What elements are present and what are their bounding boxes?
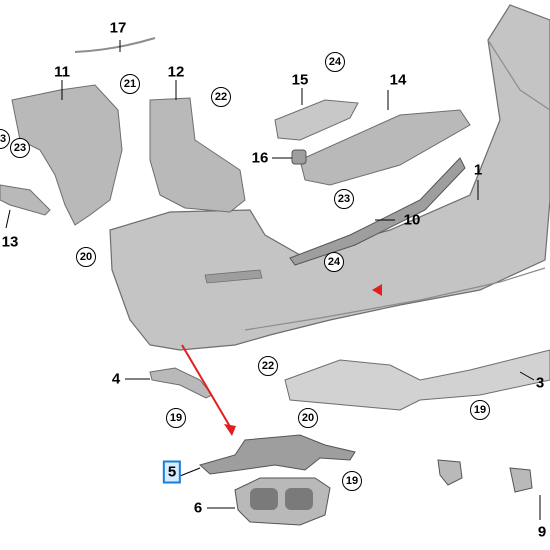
callout-12: 12	[167, 63, 185, 81]
part-4	[149, 367, 213, 399]
part-6-exhaust-tip	[234, 477, 331, 526]
callout-circle-23: 23	[10, 138, 30, 158]
callout-circle-20: 20	[76, 247, 96, 267]
callout-circle-20: 20	[298, 408, 318, 428]
bumper-reflector-slot	[204, 269, 263, 284]
red-arrowhead-small	[372, 284, 382, 296]
bumper-lower-lip	[244, 267, 546, 331]
callout-13: 13	[1, 233, 19, 251]
callout-circle-22: 22	[211, 87, 231, 107]
rear-bumper-cover	[109, 4, 550, 351]
leader-lines	[5, 40, 541, 520]
callout-9: 9	[537, 523, 547, 541]
callout-circle-23: 23	[334, 189, 354, 209]
part-14	[299, 109, 471, 186]
callout-5-highlighted[interactable]: 5	[162, 460, 182, 484]
bumper-upper-edge	[487, 39, 550, 111]
callout-17: 17	[109, 19, 127, 37]
callout-6: 6	[193, 499, 203, 517]
red-arrow-line	[181, 344, 233, 431]
callout-4: 4	[111, 370, 121, 388]
part-17-strip	[74, 37, 156, 53]
part-3-diffuser	[284, 349, 550, 411]
part-9-clip	[509, 467, 533, 493]
part-15	[274, 99, 359, 141]
callout-circle-21: 21	[120, 74, 140, 94]
exhaust-outlet	[250, 488, 278, 510]
exhaust-outlet	[285, 488, 313, 510]
callout-15: 15	[291, 71, 309, 89]
callout-10: 10	[403, 211, 421, 229]
part-13	[0, 184, 51, 216]
red-arrowhead	[224, 424, 236, 436]
callout-14: 14	[389, 71, 407, 89]
callout-circle-19: 19	[166, 408, 186, 428]
callout-16: 16	[251, 149, 269, 167]
callout-1: 1	[473, 161, 483, 179]
callout-3: 3	[535, 374, 545, 392]
callout-circle-24: 24	[325, 52, 345, 72]
bracket-11	[11, 84, 123, 226]
part-16	[291, 149, 307, 165]
part-5-bracket	[198, 434, 356, 475]
callout-circle-24: 24	[324, 252, 344, 272]
bracket-12	[149, 97, 246, 213]
callout-circle-22: 22	[258, 356, 278, 376]
part-9-clip	[437, 459, 463, 486]
part-10-bar	[289, 157, 466, 266]
callout-circle-19: 19	[342, 471, 362, 491]
callout-circle-19: 19	[470, 400, 490, 420]
callout-11: 11	[54, 63, 70, 81]
